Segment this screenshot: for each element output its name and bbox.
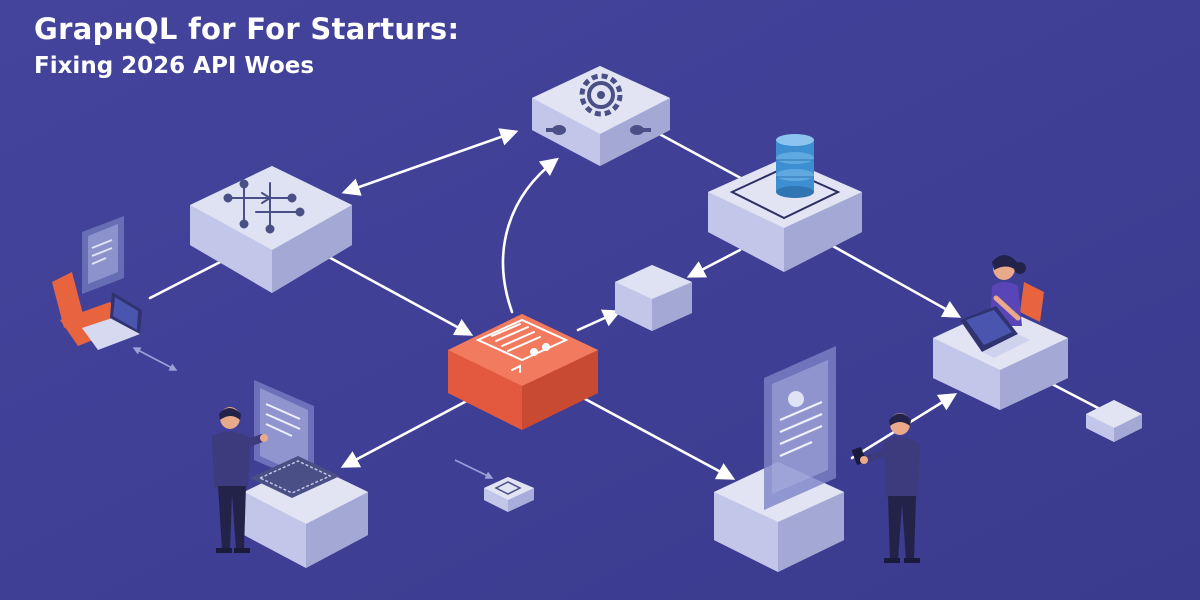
schema-gear-arrow <box>341 128 519 196</box>
gear-service-node <box>532 66 670 166</box>
chip-icon <box>494 481 522 495</box>
document-icon <box>764 346 836 510</box>
small-cube-node <box>615 265 692 331</box>
laptop-faint-arrow <box>132 347 178 371</box>
chip-faint-arrow <box>454 459 494 479</box>
database-node <box>708 134 862 272</box>
api-panel-icon <box>475 318 569 373</box>
title-block: GrapʜQL for For Starturs: Fixing 2026 AP… <box>34 12 459 80</box>
hub-document-arrow <box>570 390 736 480</box>
laptop-client-node <box>52 216 142 350</box>
page-title: GrapʜQL for For Starturs: <box>34 12 460 46</box>
schema-hub-arrow <box>323 253 474 336</box>
graphql-hub-node <box>448 314 598 430</box>
database-cube-arrow <box>686 248 742 278</box>
developer-phone-figure <box>852 413 920 563</box>
laptop-icon <box>82 292 142 350</box>
page-subtitle: Fixing 2026 API Woes <box>34 53 315 79</box>
laptop-schema-line <box>148 256 230 300</box>
schema-node <box>190 166 352 293</box>
gear-icon <box>579 73 623 117</box>
gear-database-line <box>650 128 750 184</box>
hub-gear-curve-arrow <box>501 157 559 314</box>
person-laptop-icon <box>960 255 1030 358</box>
screen-terminal-node <box>244 380 368 568</box>
database-workstation-arrow <box>820 238 962 318</box>
hub-cube-arrow <box>576 309 622 332</box>
chair-back <box>1020 282 1044 322</box>
mobile-document-node <box>714 346 844 572</box>
hub-screen-arrow <box>340 393 480 468</box>
database-icon <box>776 134 814 198</box>
workstation-endpoint-line <box>1048 381 1100 410</box>
connector-plug-icon <box>546 125 651 135</box>
developer-workstation-node <box>933 255 1068 410</box>
tiny-chip-node <box>484 477 534 512</box>
endpoint-small-node <box>1086 400 1142 442</box>
faint-arrows <box>132 347 494 479</box>
floating-screen-icon <box>82 216 124 294</box>
circuit-icon <box>223 179 305 234</box>
keyboard-icon <box>250 456 340 498</box>
chair-back <box>52 272 84 328</box>
developer-standing-figure <box>212 407 268 553</box>
